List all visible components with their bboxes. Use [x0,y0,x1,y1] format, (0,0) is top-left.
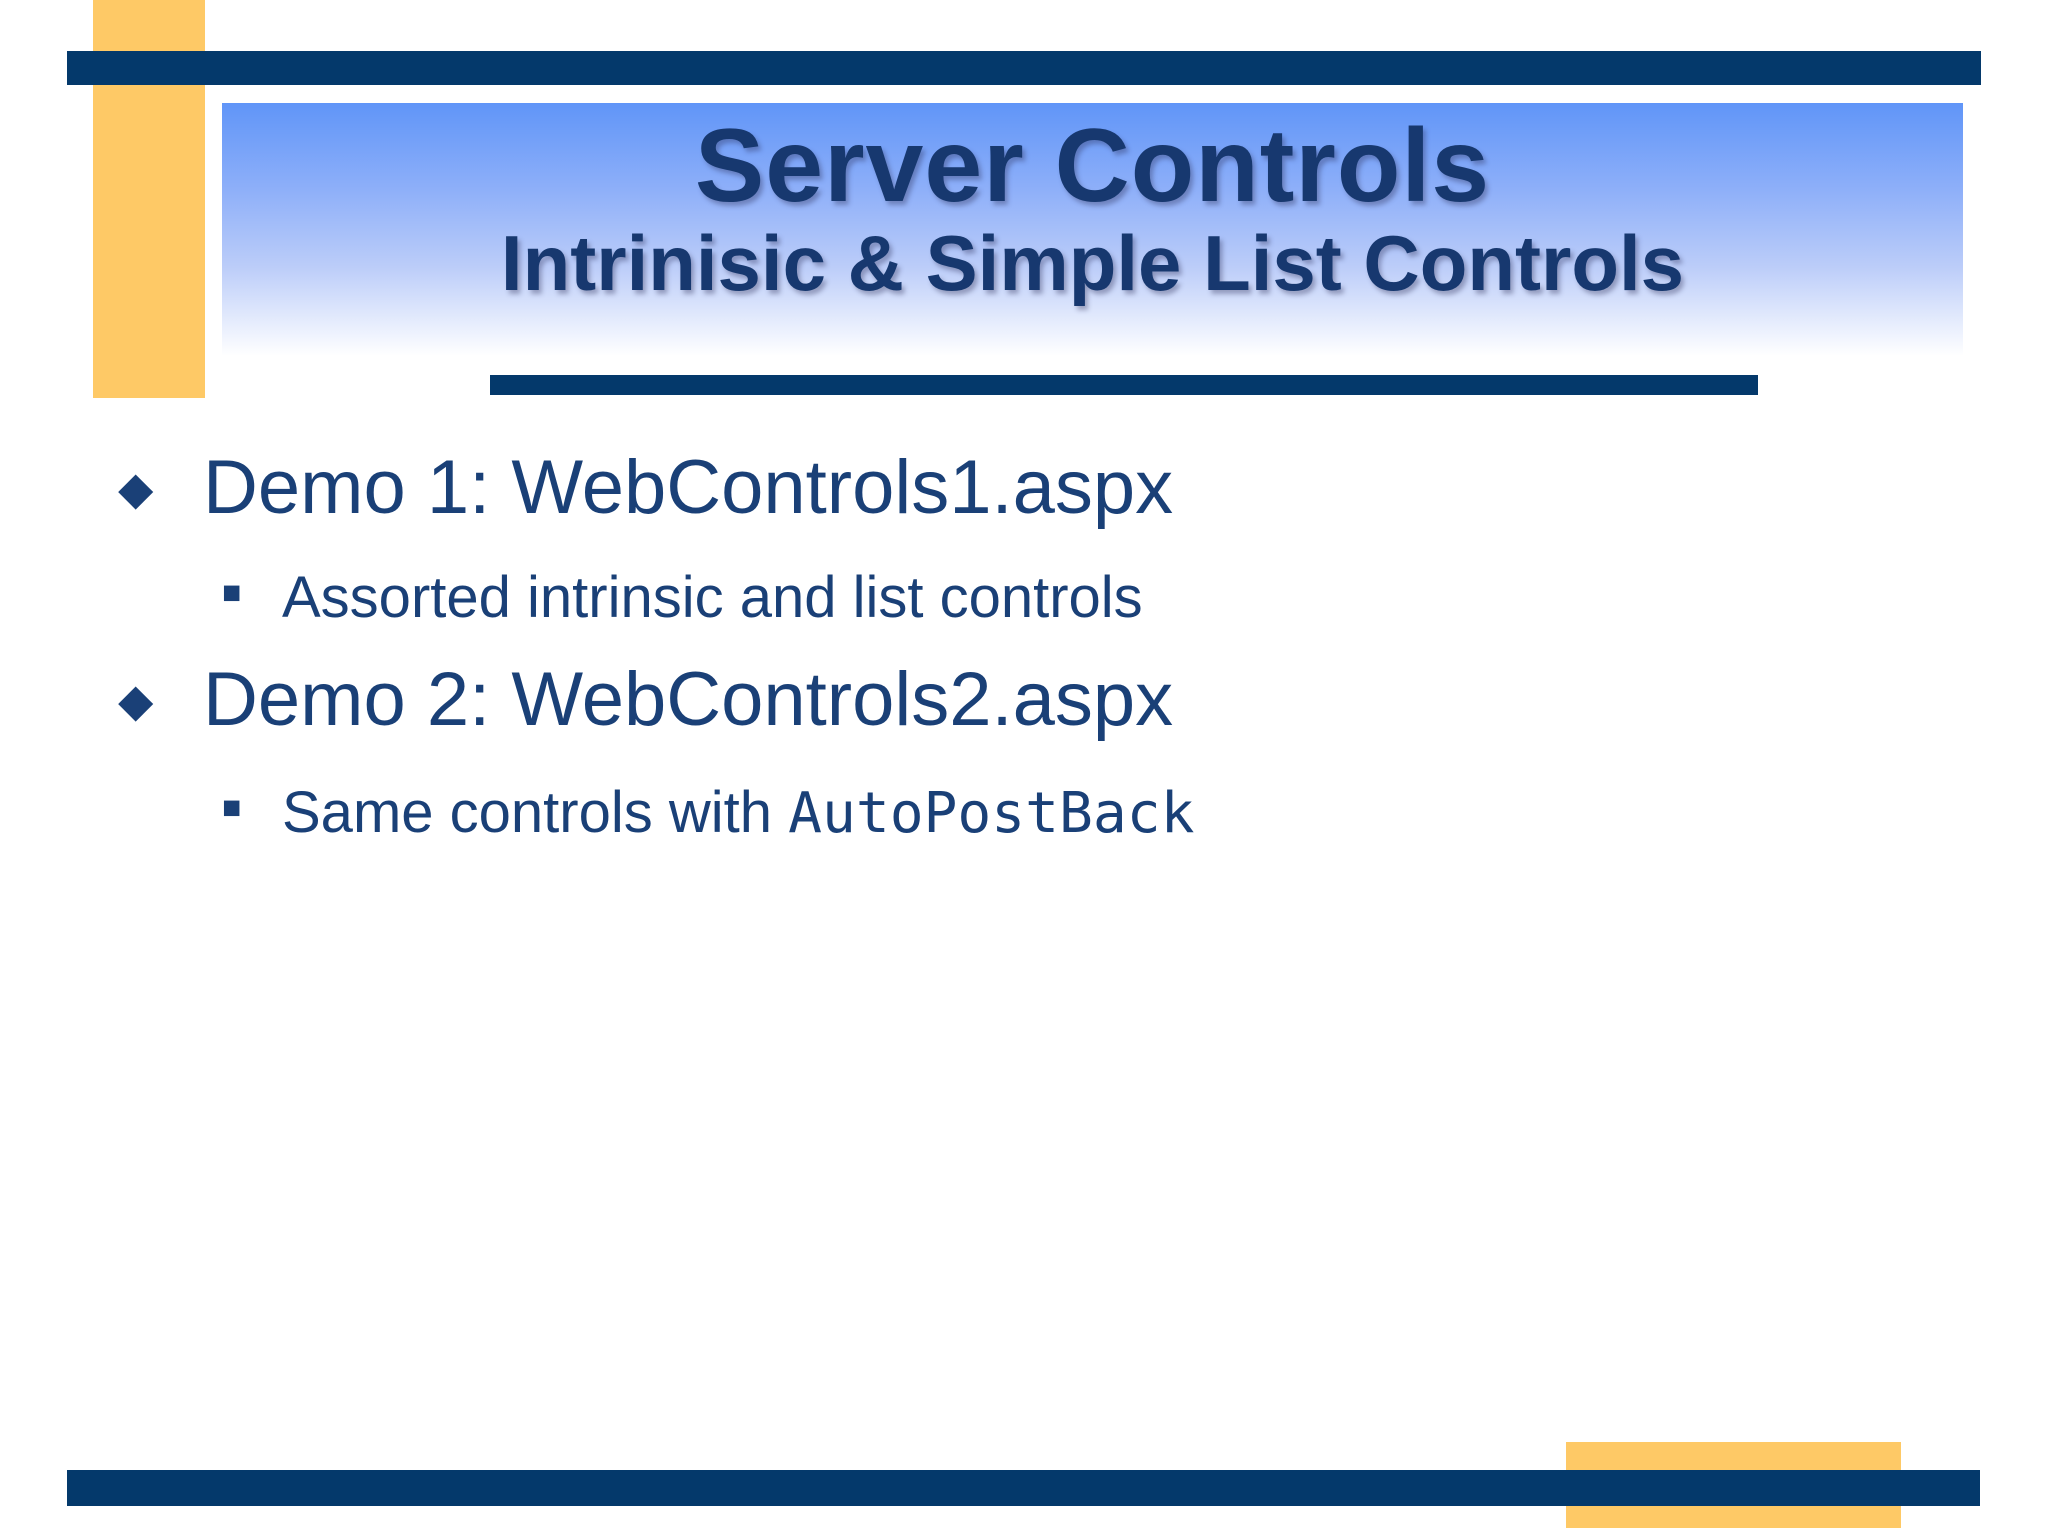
bullet-row-demo1: ◆ Demo 1: WebControls1.aspx [118,447,1173,529]
square-bullet-icon: ■ [222,574,242,610]
bullet-text-assorted: Assorted intrinsic and list controls [282,564,1143,630]
top-navy-bar [67,51,1981,85]
slide-subtitle: Intrinisic & Simple List Controls [500,219,1685,308]
title-banner: Server Controls Intrinisic & Simple List… [222,103,1963,356]
title-underline-rule [490,375,1758,395]
bullet-row-assorted: ■ Assorted intrinsic and list controls [222,566,1143,630]
bullet-text-prefix: Same controls with [282,779,789,845]
bullet-text-demo2: Demo 2: WebControls2.aspx [203,657,1174,743]
diamond-bullet-icon: ◆ [118,462,154,514]
inline-code-autopostback: AutoPostBack [788,780,1195,846]
bullet-text-demo1: Demo 1: WebControls1.aspx [203,445,1174,531]
bullet-text-autopostback: Same controls with AutoPostBack [282,779,1195,846]
diamond-bullet-icon: ◆ [118,674,154,726]
square-bullet-icon: ■ [222,789,242,825]
slide-title: Server Controls [694,108,1491,224]
bottom-navy-bar [67,1470,1980,1506]
bullet-row-demo2: ◆ Demo 2: WebControls2.aspx [118,659,1173,741]
bullet-row-autopostback: ■ Same controls with AutoPostBack [222,781,1194,845]
